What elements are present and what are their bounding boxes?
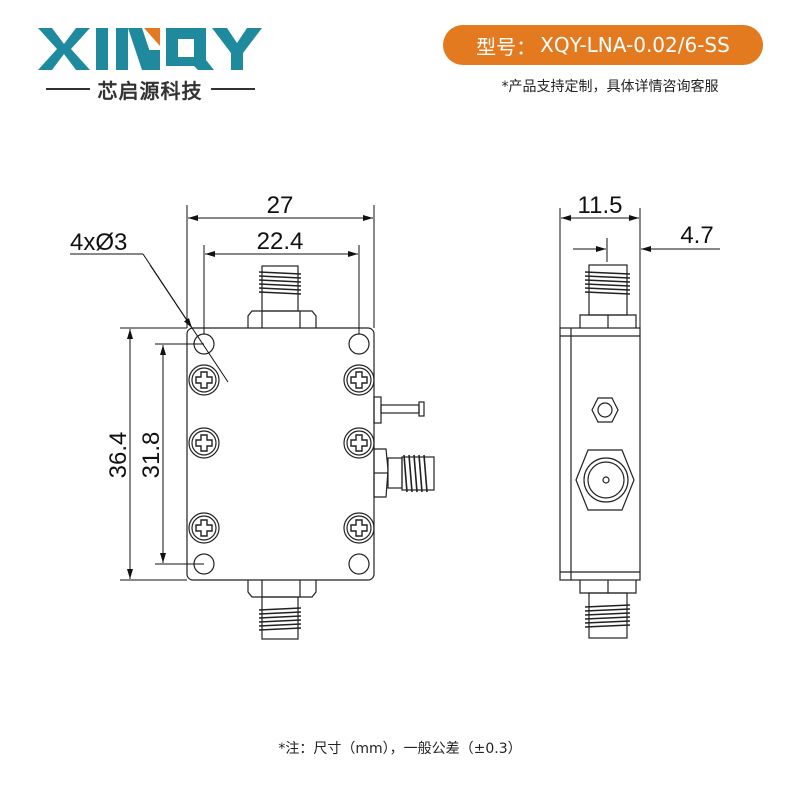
divider <box>210 88 255 90</box>
brand-logo: 芯启源科技 <box>38 26 262 103</box>
model-value: XQY-LNA-0.02/6-SS <box>540 33 730 57</box>
dim-depth-overall: 11.5 <box>578 192 623 219</box>
side-view <box>559 264 641 639</box>
divider <box>45 88 90 90</box>
front-view <box>186 265 435 640</box>
dim-width-overall: 27 <box>267 192 294 219</box>
logo-wordmark <box>38 28 262 70</box>
model-badge: 型号： XQY-LNA-0.02/6-SS <box>443 25 763 65</box>
dim-width-holes: 22.4 <box>257 228 304 255</box>
dim-height-holes: 31.8 <box>138 432 165 479</box>
model-label: 型号： <box>476 34 537 59</box>
front-dimensions <box>70 205 375 581</box>
side-dimensions <box>559 208 720 328</box>
dim-connector-offset: 4.7 <box>680 222 713 249</box>
dim-hole-callout: 4xØ3 <box>70 229 127 256</box>
logo-subtitle: 芯启源科技 <box>38 76 262 103</box>
custom-note: *产品支持定制，具体详情咨询客服 <box>501 79 719 95</box>
footer-note: *注：尺寸（mm），一般公差（±0.3） <box>278 741 522 757</box>
dim-height-overall: 36.4 <box>105 432 132 479</box>
logo-subtitle-text: 芯启源科技 <box>97 78 203 103</box>
